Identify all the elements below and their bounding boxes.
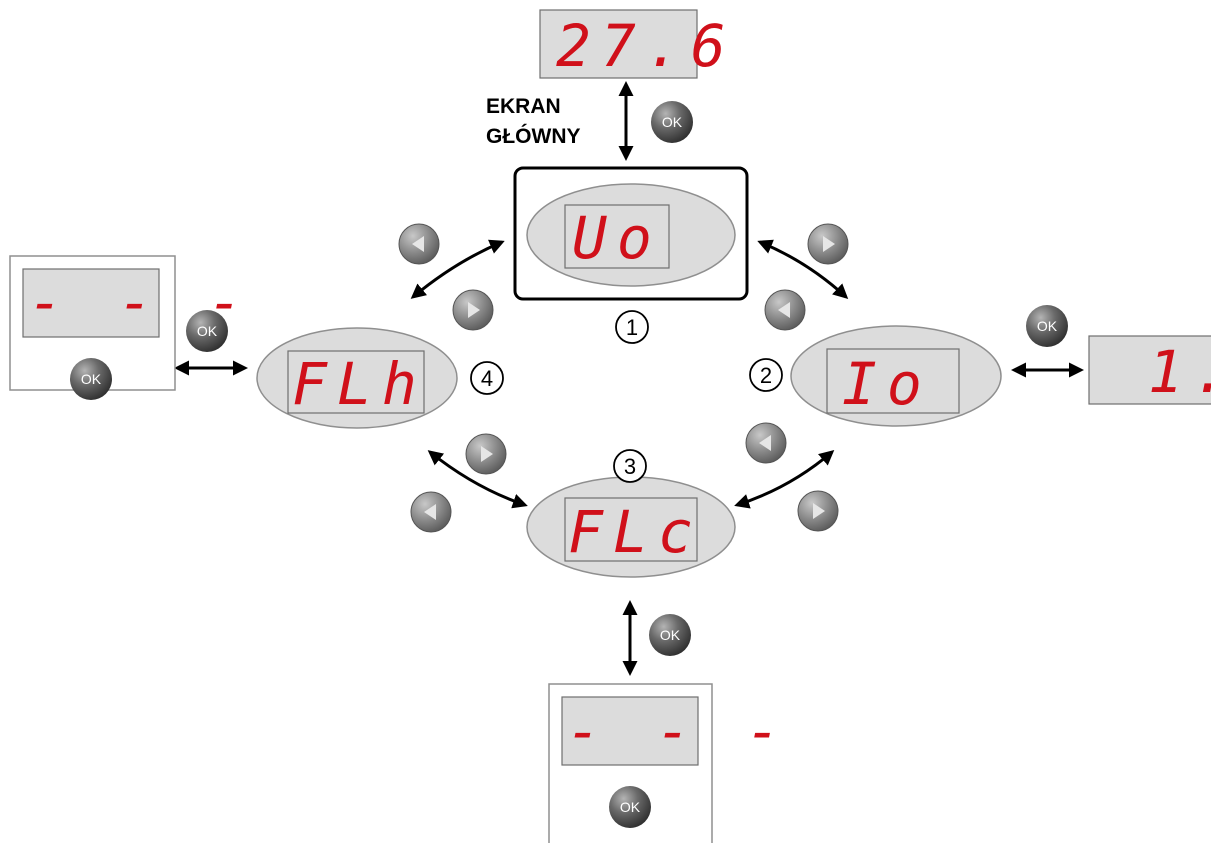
svg-text:4: 4 — [481, 366, 493, 391]
right-arrow-button-icon[interactable] — [465, 433, 507, 475]
svg-text:OK: OK — [81, 371, 102, 387]
state-uo[interactable]: Uo — [526, 183, 736, 287]
state-number-4: 4 — [470, 361, 504, 395]
svg-text:OK: OK — [620, 799, 641, 815]
flc-reset-panel: - - - — [548, 683, 791, 843]
svg-text:2: 2 — [760, 363, 772, 388]
left-arrow-button-icon[interactable] — [410, 491, 452, 533]
main-screen-caption-line2: GŁÓWNY — [486, 124, 581, 148]
flh-flc-arrow — [427, 450, 528, 509]
main-screen-caption-line1: EKRAN — [486, 95, 561, 118]
svg-text:OK: OK — [662, 114, 683, 130]
state-flh-display: FLh — [292, 350, 427, 418]
flc-reset-value: - - - — [566, 697, 791, 765]
svg-text:OK: OK — [1037, 318, 1058, 334]
right-arrow-button-icon[interactable] — [452, 289, 494, 331]
flc-io-arrow — [734, 450, 835, 509]
left-arrow-button-icon[interactable] — [398, 223, 440, 265]
svg-text:1: 1 — [626, 315, 638, 340]
svg-text:OK: OK — [197, 323, 218, 339]
state-flc[interactable]: FLc — [526, 476, 736, 578]
ok-button-icon[interactable]: OK — [1026, 305, 1068, 347]
state-io[interactable]: Io — [790, 325, 1002, 427]
voltage-value-display: 27.6 — [539, 9, 736, 80]
uo-io-arrow — [757, 239, 849, 300]
state-flc-display: FLc — [568, 498, 703, 566]
ok-button-icon[interactable]: OK — [649, 614, 691, 656]
svg-text:3: 3 — [624, 454, 636, 479]
ok-button-icon[interactable]: OK — [186, 310, 228, 352]
flh-uo-arrow — [410, 239, 505, 299]
state-number-1: 1 — [615, 310, 649, 344]
state-number-2: 2 — [749, 358, 783, 392]
current-value: 1.0 — [1148, 338, 1211, 406]
voltage-value: 27.6 — [556, 12, 736, 80]
state-number-3: 3 — [613, 449, 647, 483]
left-arrow-button-icon[interactable] — [745, 422, 787, 464]
ok-button-icon[interactable]: OK — [651, 101, 693, 143]
state-flh[interactable]: FLh — [256, 327, 458, 429]
left-arrow-button-icon[interactable] — [764, 289, 806, 331]
state-io-display: Io — [842, 350, 932, 418]
ok-button-icon[interactable]: OK — [609, 786, 651, 828]
flh-reset-value: - - - — [28, 268, 253, 336]
state-uo-display: Uo — [572, 204, 662, 272]
current-value-display: 1.0 — [1088, 335, 1211, 406]
ok-button-icon[interactable]: OK — [70, 358, 112, 400]
svg-text:OK: OK — [660, 627, 681, 643]
flh-reset-panel: - - - — [9, 255, 253, 391]
main-screen-frame — [513, 166, 749, 301]
right-arrow-button-icon[interactable] — [797, 490, 839, 532]
right-arrow-button-icon[interactable] — [807, 223, 849, 265]
